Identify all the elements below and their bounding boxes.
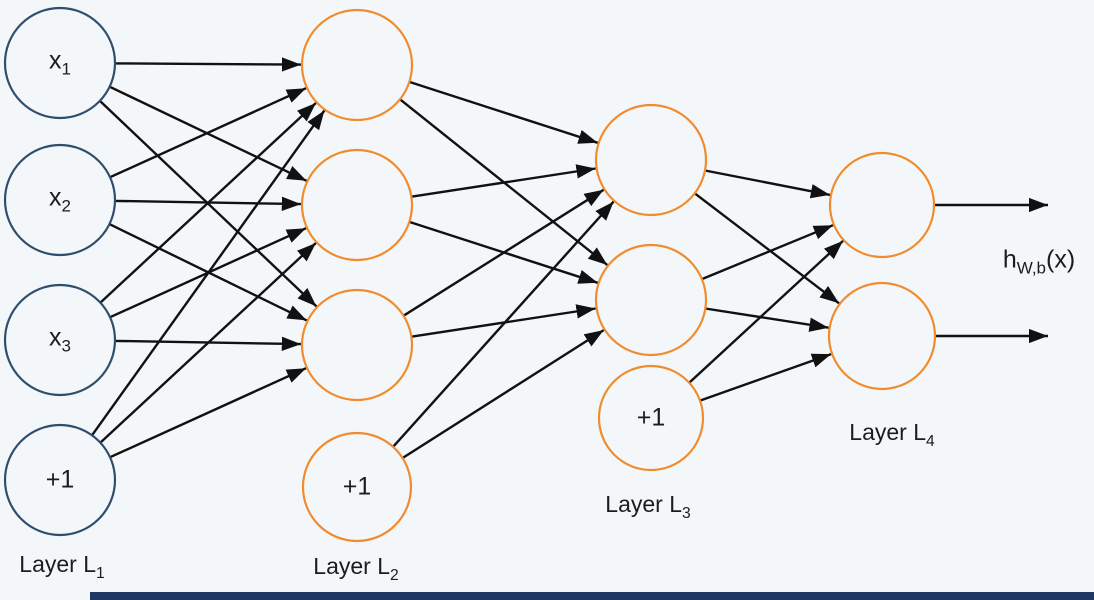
edge-x3-a1 [99,102,317,304]
node-label-x3: x3 [49,324,71,357]
edge-b3-d1 [688,240,844,384]
edge-b3-d2 [699,352,832,402]
layer-label-l3: Layer L3 [605,491,690,523]
edge-b1-a3 [109,367,307,459]
node-label-main: x [49,183,62,212]
node-label-main: x [49,323,62,352]
layer-label-sub: 3 [682,504,691,522]
layer-label-main: Layer L [849,419,927,446]
edge-c2-d2 [705,307,829,332]
neuron-node-c2 [594,243,708,357]
node-label-main: +1 [45,465,75,494]
neuron-node-b2 [301,431,413,543]
edge-x1-a1 [114,57,302,72]
layer-label-l4: Layer L4 [849,419,934,451]
layer-label-l1: Layer L1 [19,551,104,583]
node-label-main: +1 [342,472,372,501]
layer-label-sub: 1 [96,564,105,582]
neuron-node-b3 [597,364,705,472]
node-label-sub: 1 [61,59,71,79]
edge-c1-d2 [693,192,840,305]
edge-c1-d1 [704,169,831,199]
layer-label-l2: Layer L2 [313,553,398,585]
node-label-sub: 3 [61,336,71,356]
edge-b1-a2 [99,242,317,444]
edge-a1-c1 [408,80,599,144]
edge-b1-a1 [91,109,326,436]
neuron-node-d1 [828,151,936,259]
layer-label-main: Layer L [19,551,97,578]
neuron-node-x3 [3,283,117,397]
edge-b2-c1 [392,200,615,448]
output-function-label: hW,b(x) [1003,246,1075,279]
node-label-main: x [49,46,62,75]
neuron-node-d2 [827,281,937,391]
edge-a2-c1 [411,164,596,198]
neuron-node-b1 [3,423,117,537]
neuron-node-a2 [300,148,414,262]
layer-label-main: Layer L [313,553,391,580]
output-label-pre: h [1002,245,1017,274]
layer-label-sub: 4 [926,432,935,450]
neuron-node-a1 [300,8,414,122]
layer-label-sub: 2 [390,566,399,584]
bottom-bar [90,592,1094,600]
output-label-sub: W,b [1016,258,1047,278]
edge-a3-c1 [402,188,605,317]
node-label-x1: x1 [49,47,71,80]
node-label-bias-l3: +1 [637,404,666,433]
node-label-bias-l1: +1 [46,466,75,495]
node-label-main: +1 [636,403,666,432]
edge-c2-d1 [701,224,834,281]
neuron-node-x2 [3,143,117,257]
node-label-x2: x2 [49,184,71,217]
edge-x2-a1 [109,87,307,179]
layer-label-main: Layer L [605,491,683,518]
neuron-node-c1 [594,103,708,217]
neuron-node-x1 [3,6,117,120]
node-label-bias-l2: +1 [343,473,372,502]
neuron-node-a3 [300,288,414,402]
edge-b2-c2 [401,329,605,460]
output-label-post: (x) [1046,245,1076,274]
node-label-sub: 2 [61,196,71,216]
